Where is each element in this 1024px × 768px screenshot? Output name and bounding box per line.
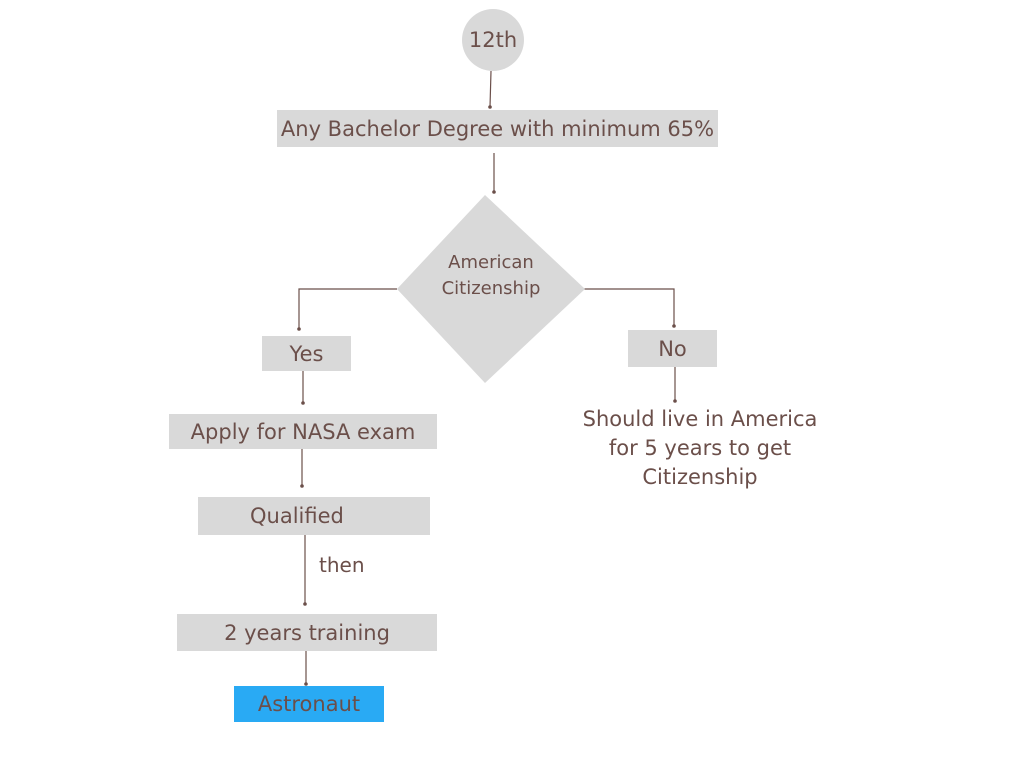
connector-decision-to-no — [583, 288, 675, 326]
connector-dot — [673, 399, 677, 403]
start-label: 12th — [468, 28, 518, 52]
condition-line1: Should live in America — [582, 406, 818, 431]
condition-line3: Citizenship — [642, 464, 758, 489]
degree-node: Any Bachelor Degree with minimum 65% — [277, 110, 718, 147]
yes-node: Yes — [262, 336, 351, 371]
connector-start-to-degree — [489, 70, 492, 108]
start-node: 12th — [462, 9, 524, 71]
then-label: then — [319, 553, 365, 577]
connector-dot — [672, 324, 676, 328]
yes-label: Yes — [289, 341, 324, 366]
connector-decision-to-yes — [298, 288, 397, 329]
degree-label: Any Bachelor Degree with minimum 65% — [280, 116, 715, 141]
connector-dot — [492, 190, 496, 194]
connector-dot — [303, 602, 307, 606]
qualified-label: Qualified — [250, 504, 344, 528]
decision-label: American Citizenship — [397, 250, 585, 302]
training-node: 2 years training — [177, 614, 437, 651]
astronaut-label: Astronaut — [257, 692, 361, 716]
connector-dot — [301, 401, 305, 405]
connector-dot — [300, 484, 304, 488]
astronaut-node: Astronaut — [234, 686, 384, 722]
training-label: 2 years training — [224, 620, 390, 645]
qualified-node: Qualified — [198, 497, 430, 535]
apply-label: Apply for NASA exam — [190, 419, 416, 444]
connector-dot — [304, 682, 308, 686]
decision-label-line1: American — [448, 252, 534, 273]
apply-node: Apply for NASA exam — [169, 414, 437, 449]
no-label: No — [658, 336, 687, 361]
decision-diamond — [397, 195, 585, 383]
decision-label-line2: Citizenship — [441, 278, 541, 299]
connector-dot — [488, 105, 492, 109]
condition-line2: for 5 years to get — [608, 435, 792, 460]
citizenship-condition: Should live in America for 5 years to ge… — [570, 403, 830, 493]
connector-dot — [297, 327, 301, 331]
no-node: No — [628, 330, 717, 367]
